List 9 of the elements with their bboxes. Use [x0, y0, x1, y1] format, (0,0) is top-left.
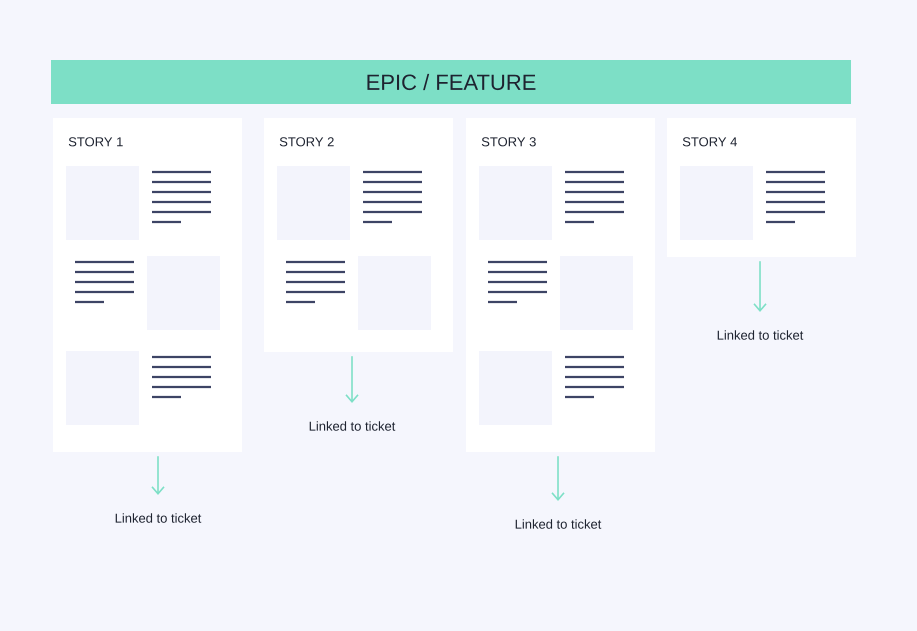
arrow [151, 456, 165, 496]
ticket-label: Linked to ticket [310, 421, 396, 431]
ticket-label: Linked to ticket [116, 513, 202, 523]
epic-band: EPIC / FEATURE [51, 60, 852, 104]
arrow [753, 261, 767, 312]
ticket-label: Linked to ticket [516, 519, 602, 529]
ticket-label: Linked to ticket [718, 330, 804, 340]
arrow [551, 456, 565, 502]
arrow [345, 356, 359, 404]
